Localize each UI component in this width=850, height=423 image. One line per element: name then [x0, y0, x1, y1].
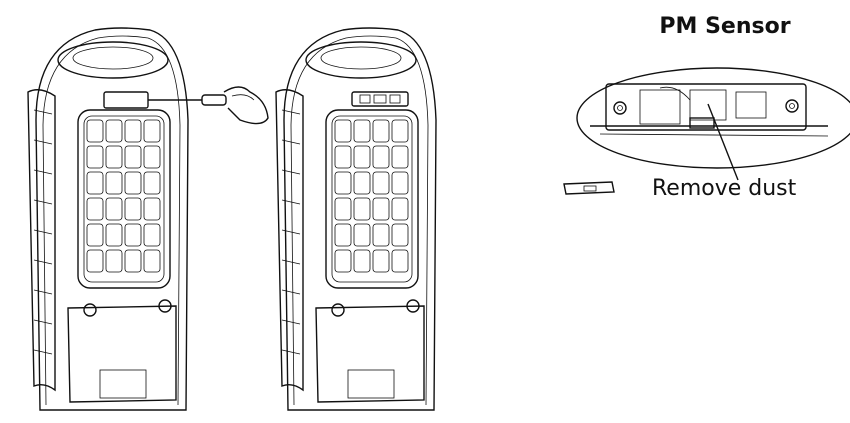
filter-cell — [143, 171, 161, 195]
filter-cell — [353, 197, 371, 221]
filter-cell — [105, 119, 123, 143]
sensor-cover-left — [103, 91, 149, 109]
filter-cell — [372, 223, 390, 247]
filter-cell — [143, 197, 161, 221]
filter-cell — [143, 249, 161, 273]
callout-leader-line — [707, 103, 739, 181]
pm-sensor-detail — [563, 67, 850, 195]
cooler-unit-left — [27, 27, 189, 411]
filter-cell — [334, 119, 352, 143]
filter-cell — [86, 145, 104, 169]
sensor-slot-right — [351, 91, 409, 107]
callout-label: Remove dust — [652, 176, 797, 201]
filter-cell — [334, 223, 352, 247]
filter-cell — [372, 171, 390, 195]
detached-sensor-cover — [563, 181, 615, 195]
filter-cell — [391, 119, 409, 143]
filter-cell — [391, 223, 409, 247]
filter-cell — [143, 223, 161, 247]
filter-cell — [124, 249, 142, 273]
filter-cell — [105, 197, 123, 221]
filter-cell — [105, 223, 123, 247]
filter-cell — [334, 197, 352, 221]
filter-cell — [143, 145, 161, 169]
filter-cell — [353, 145, 371, 169]
filter-cell — [86, 249, 104, 273]
filter-cell — [353, 119, 371, 143]
filter-cell — [391, 171, 409, 195]
filter-cell — [143, 119, 161, 143]
filter-cell — [353, 249, 371, 273]
filter-cell — [334, 145, 352, 169]
filter-cell — [124, 145, 142, 169]
side-vent-left — [27, 89, 56, 392]
filter-cell — [353, 223, 371, 247]
filter-cell — [372, 119, 390, 143]
filter-cell — [372, 145, 390, 169]
filter-cell — [86, 197, 104, 221]
filter-cell — [124, 171, 142, 195]
filter-cell — [124, 223, 142, 247]
screwdriver-hand — [148, 86, 269, 125]
filter-cell — [124, 197, 142, 221]
filter-cell — [391, 145, 409, 169]
filter-cell — [105, 145, 123, 169]
filter-cell — [391, 249, 409, 273]
cooler-unit-right — [275, 27, 437, 411]
filter-cell — [105, 171, 123, 195]
filter-cell — [124, 119, 142, 143]
filter-cell — [86, 171, 104, 195]
filter-cell — [372, 249, 390, 273]
filter-cell — [391, 197, 409, 221]
filter-cell — [86, 223, 104, 247]
filter-cell — [86, 119, 104, 143]
filter-cell — [334, 171, 352, 195]
filter-cell — [353, 171, 371, 195]
diagram-title: PM Sensor — [659, 14, 791, 39]
filter-cell — [334, 249, 352, 273]
filter-cell — [105, 249, 123, 273]
filter-panel-left — [77, 109, 171, 289]
filter-panel-right — [325, 109, 419, 289]
filter-cell — [372, 197, 390, 221]
side-vent-right — [275, 89, 304, 392]
